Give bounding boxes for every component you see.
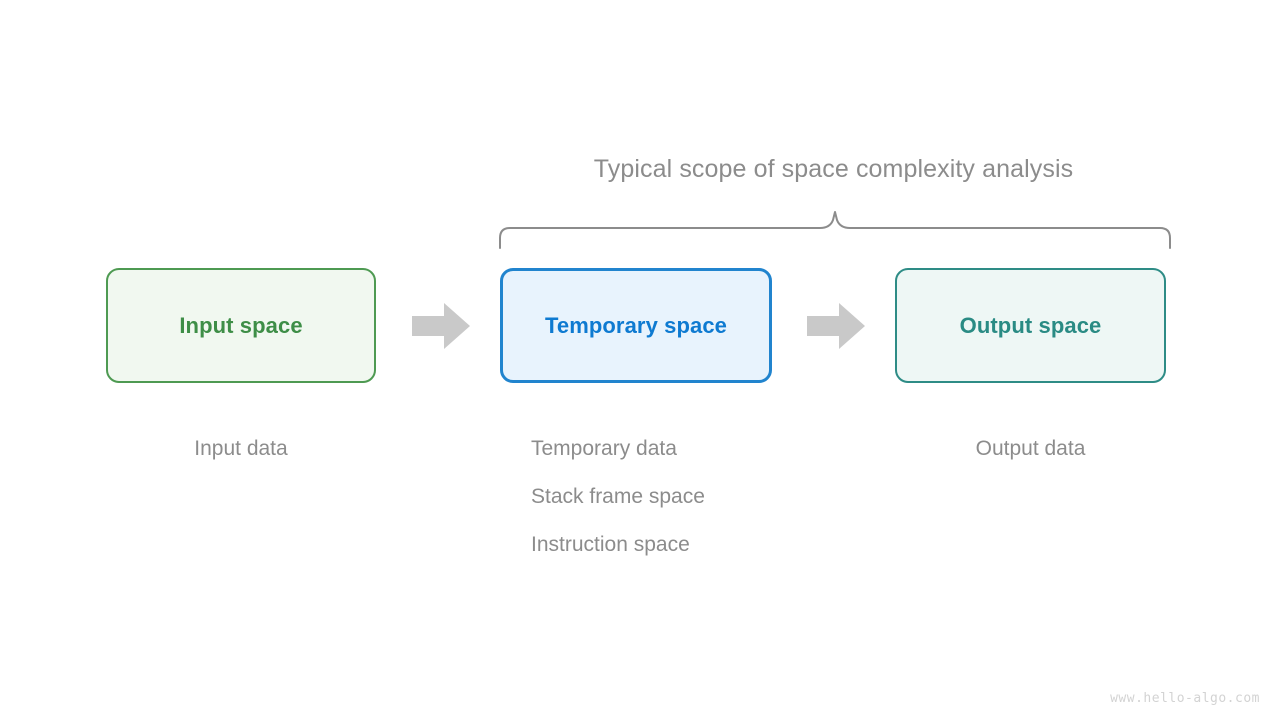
caption-stack-frame-space: Stack frame space (531, 485, 705, 508)
right-arrow-icon-input-to-temporary (412, 303, 470, 349)
input-space-box[interactable]: Input space (106, 268, 376, 383)
input-space-label: Input space (179, 312, 303, 338)
caption-input-data: Input data (194, 437, 288, 460)
temporary-captions: Temporary data Stack frame space Instruc… (531, 425, 831, 569)
caption-temporary-data: Temporary data (531, 437, 677, 460)
output-space-label: Output space (959, 312, 1102, 338)
scope-title: Typical scope of space complexity analys… (593, 155, 1074, 183)
scope-brace-icon (499, 211, 1171, 249)
watermark: www.hello-algo.com (1110, 691, 1260, 706)
temporary-space-box[interactable]: Temporary space (500, 268, 772, 383)
caption-instruction-space: Instruction space (531, 533, 690, 556)
output-captions: Output data (895, 425, 1166, 473)
temporary-space-label: Temporary space (544, 312, 728, 338)
caption-output-data: Output data (975, 437, 1086, 460)
output-space-box[interactable]: Output space (895, 268, 1166, 383)
right-arrow-icon-temporary-to-output (807, 303, 865, 349)
input-captions: Input data (106, 425, 376, 473)
